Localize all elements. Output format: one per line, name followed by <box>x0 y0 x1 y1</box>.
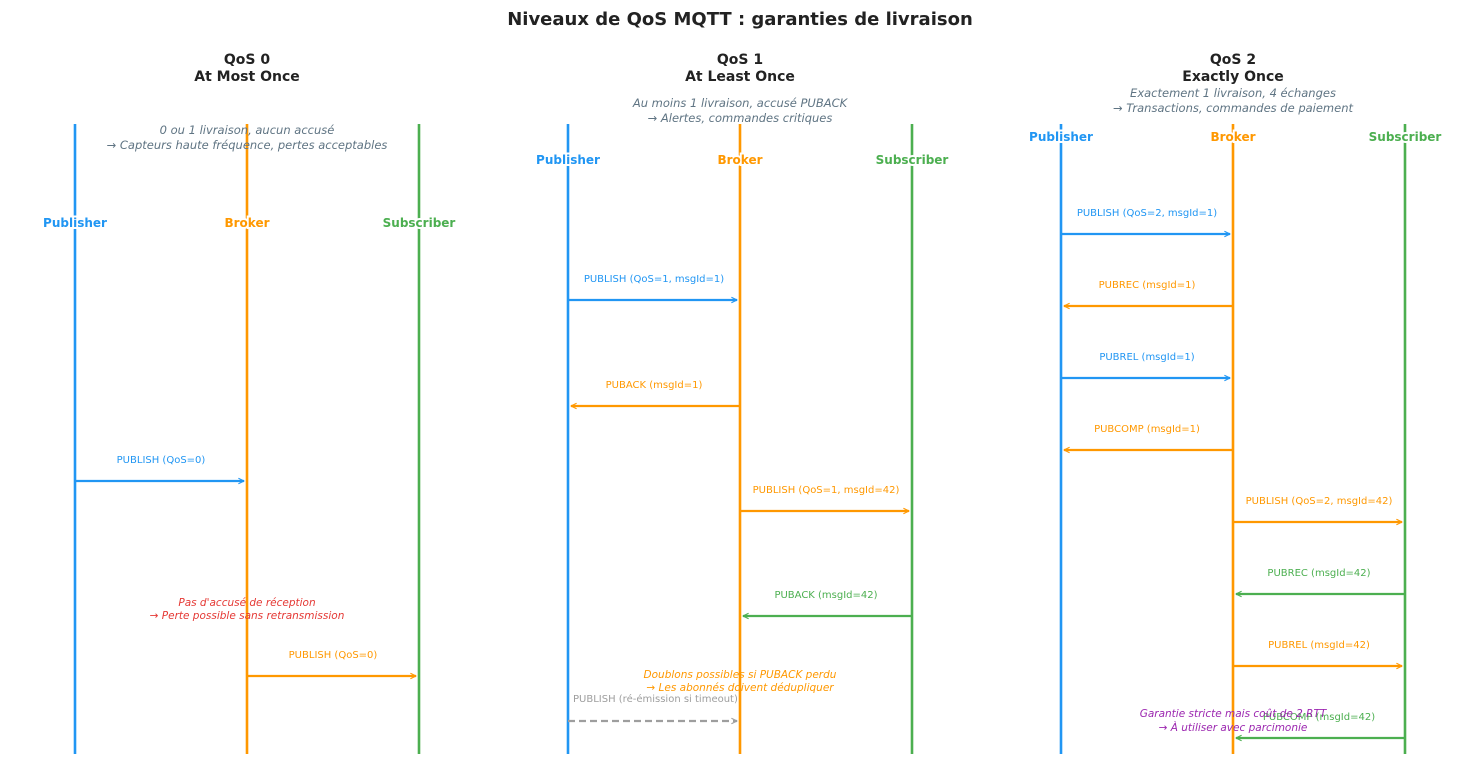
message-label: PUBLISH (ré-émission si timeout) <box>573 693 738 705</box>
diagram-title: Niveaux de QoS MQTT : garanties de livra… <box>507 9 973 30</box>
panel-note-line: → À utiliser avec parcimonie <box>1159 721 1308 734</box>
message-label: PUBREL (msgId=42) <box>1268 640 1370 651</box>
actor-label-subscriber: Subscriber <box>1369 130 1442 144</box>
panel-note-line: Garantie stricte mais coût de 2 RTT <box>1140 708 1328 720</box>
message-label: PUBLISH (QoS=2, msgId=42) <box>1246 496 1393 507</box>
panel-note-line: Pas d'accusé de réception <box>178 597 315 609</box>
message-label: PUBCOMP (msgId=42) <box>1263 712 1375 723</box>
message-label: PUBREL (msgId=1) <box>1099 352 1194 363</box>
actor-label-publisher: Publisher <box>43 216 107 230</box>
actor-label-broker: Broker <box>717 153 762 167</box>
message-label: PUBLISH (QoS=0) <box>117 455 206 466</box>
panel-subtitle: At Least Once <box>685 69 795 85</box>
panel-qos1: QoS 1At Least Once Au moins 1 livraison, … <box>534 52 950 754</box>
panel-title: QoS 2 <box>1210 52 1256 68</box>
message-label: PUBLISH (QoS=2, msgId=1) <box>1077 208 1217 219</box>
panel-description-line: 0 ou 1 livraison, aucun accusé <box>160 123 335 137</box>
message-label: PUBLISH (QoS=0) <box>289 650 378 661</box>
panel-qos0: QoS 0At Most Once 0 ou 1 livraison, aucun… <box>41 52 457 754</box>
panel-title: QoS 0 <box>224 52 270 68</box>
panel-description-line: → Transactions, commandes de paiement <box>1113 101 1354 115</box>
message-label: PUBACK (msgId=1) <box>606 380 703 391</box>
qos-panels: QoS 0At Most Once 0 ou 1 livraison, aucun… <box>41 52 1443 754</box>
actor-label-publisher: Publisher <box>1029 130 1093 144</box>
panel-subtitle: At Most Once <box>194 69 300 85</box>
panel-description-line: → Alertes, commandes critiques <box>648 111 833 125</box>
message-label: PUBLISH (QoS=1, msgId=1) <box>584 274 724 285</box>
message-label: PUBACK (msgId=42) <box>774 590 877 601</box>
message-label: PUBREC (msgId=42) <box>1267 568 1370 579</box>
actor-label-broker: Broker <box>224 216 269 230</box>
actor-label-subscriber: Subscriber <box>876 153 949 167</box>
actor-label-subscriber: Subscriber <box>383 216 456 230</box>
actor-label-broker: Broker <box>1210 130 1255 144</box>
panel-note-line: Doublons possibles si PUBACK perdu <box>644 669 837 681</box>
panel-description-line: Au moins 1 livraison, accusé PUBACK <box>632 96 849 110</box>
panel-subtitle: Exactly Once <box>1182 69 1284 85</box>
panel-description-line: → Capteurs haute fréquence, pertes accep… <box>107 138 388 152</box>
panel-title: QoS 1 <box>717 52 763 68</box>
panel-description-line: Exactement 1 livraison, 4 échanges <box>1130 86 1336 100</box>
message-label: PUBREC (msgId=1) <box>1099 280 1196 291</box>
panel-note-line: → Perte possible sans retransmission <box>150 610 345 622</box>
message-label: PUBCOMP (msgId=1) <box>1094 424 1200 435</box>
message-label: PUBLISH (QoS=1, msgId=42) <box>753 485 900 496</box>
actor-label-publisher: Publisher <box>536 153 600 167</box>
panel-note-line: → Les abonnés doivent dédupliquer <box>646 682 834 694</box>
